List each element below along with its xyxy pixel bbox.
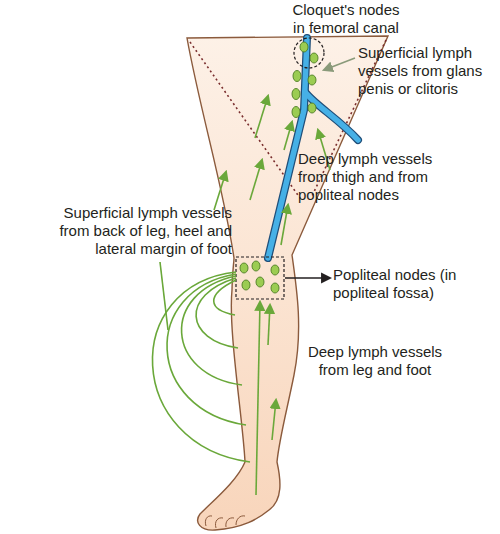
callout-label: Deep lymph vessels from thigh and from p… (298, 150, 450, 204)
callout-label: Deep lymph vessels from leg and foot (300, 343, 450, 379)
callout-arrow (324, 58, 355, 70)
callout-label: Superficial lymph vessels from glans pen… (358, 44, 498, 98)
lymph-nodes (240, 42, 318, 293)
callout-label: Superficial lymph vessels from back of l… (30, 204, 232, 258)
superficial-vessels (152, 262, 250, 462)
leg-outline (187, 36, 388, 530)
callout-label: Cloquet's nodes in femoral canal (285, 1, 407, 37)
callout-label: Popliteal nodes (in popliteal fossa) (333, 266, 493, 302)
callout-arrow (285, 277, 330, 279)
femoral-vein (268, 38, 358, 258)
toe-lines (205, 516, 245, 528)
cloquet-region (294, 38, 324, 68)
popliteal-region (236, 257, 284, 299)
